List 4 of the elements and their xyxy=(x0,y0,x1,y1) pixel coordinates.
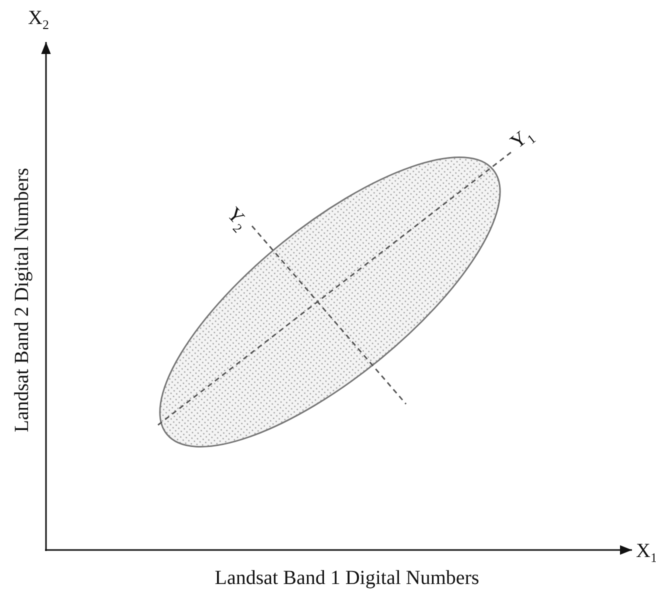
axis-label: X$_{1}$ xyxy=(636,541,656,564)
axis-label: X$_{2}$ xyxy=(28,8,49,31)
axis-title: Landsat Band 2 Digital Numbers xyxy=(12,168,32,432)
axis-title: Landsat Band 1 Digital Numbers xyxy=(214,568,480,588)
